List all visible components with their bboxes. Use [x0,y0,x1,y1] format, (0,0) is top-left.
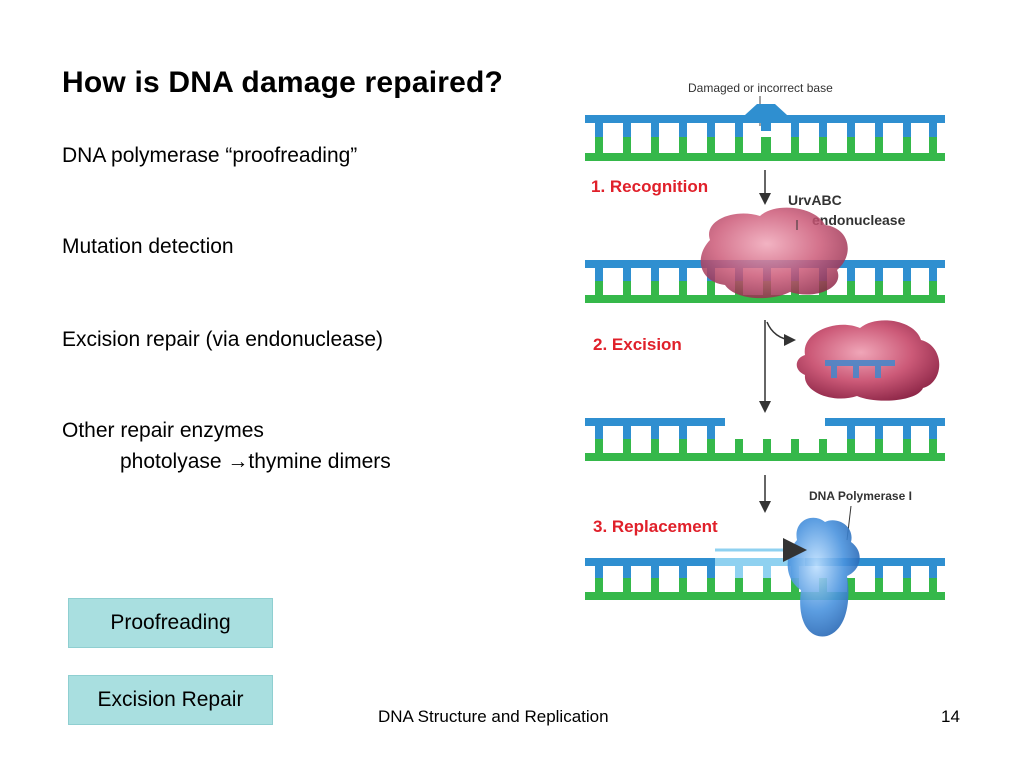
bullet-excision-repair: Excision repair (via endonuclease) [62,328,383,351]
bullet-other-label: Other repair enzymes [62,419,264,442]
urvabc-enzyme-icon [700,207,848,299]
page-number: 14 [941,707,960,726]
step-recognition: 1. Recognition [591,177,708,196]
excision-curve-arrow-icon [766,321,796,346]
dna-strand-damaged [585,104,945,161]
bullet-other-enzymes: Other repair enzymes photolyase →thymine… [62,415,391,477]
dna-repair-diagram: Damaged or incorrect base [575,70,965,650]
diagram-svg: Damaged or incorrect base [585,81,945,637]
urvabc-label-line2: endonuclease [812,212,906,228]
footer-title: DNA Structure and Replication [378,707,609,726]
excised-fragment-icon [825,360,895,378]
right-arrow-icon: → [227,450,249,473]
bullet-mutation-detection: Mutation detection [62,235,234,258]
step-excision: 2. Excision [593,335,682,354]
thymine-dimers-label: thymine dimers [248,450,391,473]
urvabc-label-line1: UrvABC [788,192,842,208]
dna-polymerase-label: DNA Polymerase I [809,489,912,503]
dna-strand-repaired [585,558,945,600]
photolyase-label: photolyase [120,450,228,473]
damaged-base-label: Damaged or incorrect base [688,81,833,95]
slide-title: How is DNA damage repaired? [62,66,504,99]
dna-strand-gapped [585,418,945,461]
excision-repair-button[interactable]: Excision Repair [68,675,273,725]
bullet-proofreading: DNA polymerase “proofreading” [62,144,358,167]
bullet-photolyase: photolyase →thymine dimers [62,446,391,477]
dna-polymerase-icon [787,517,860,637]
proofreading-button[interactable]: Proofreading [68,598,273,648]
step-replacement: 3. Replacement [593,517,718,536]
